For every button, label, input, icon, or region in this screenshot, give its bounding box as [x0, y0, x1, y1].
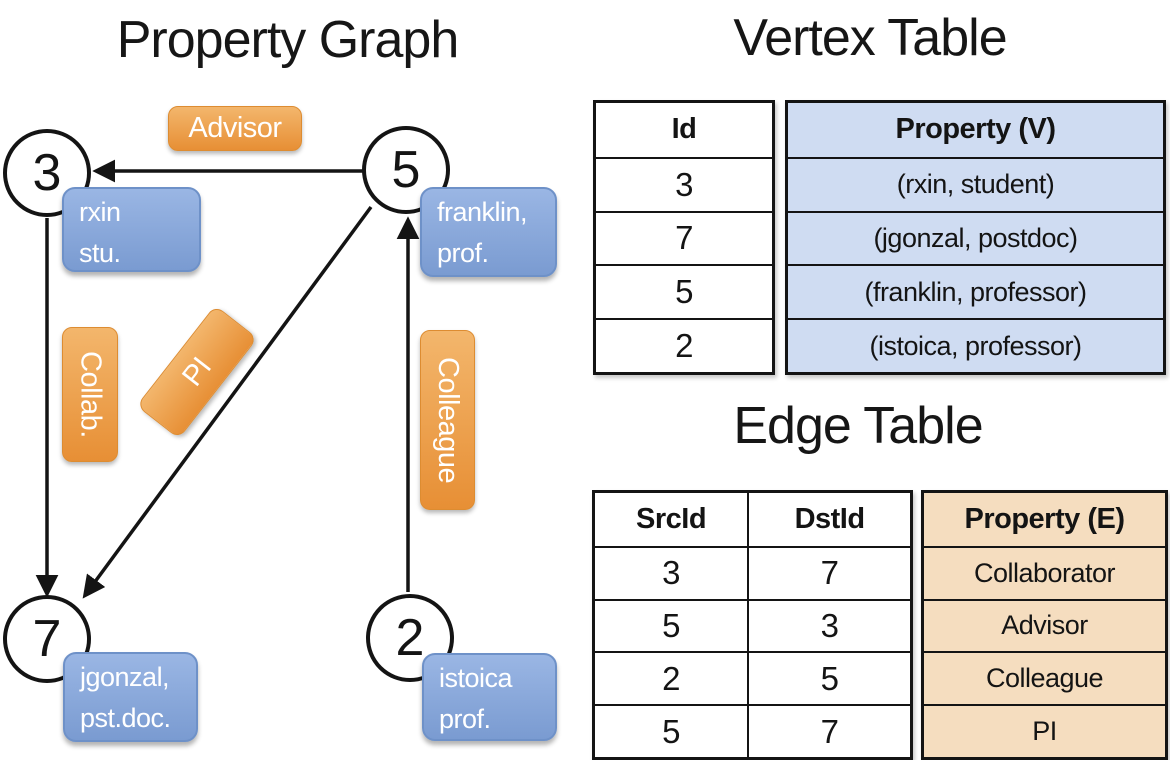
vertex-box-line2: pst.doc.	[80, 703, 171, 733]
table-cell: Advisor	[924, 598, 1165, 652]
graph-edges	[35, 159, 420, 599]
node-id: 5	[391, 141, 421, 199]
table-cell: 2	[596, 318, 772, 372]
node-id: 3	[32, 144, 62, 202]
vertex-box-line2: prof.	[439, 704, 491, 734]
table-cell: 5	[662, 606, 680, 644]
edge-line-pi	[82, 205, 373, 599]
table-cell: PI	[924, 704, 1165, 757]
vertex-table-property-header: Property (V)	[895, 113, 1056, 146]
edge-label-text: PI	[175, 351, 218, 392]
table-cell: 5	[596, 264, 772, 318]
edge-table-id-columns: SrcId DstId 3 7 5 3 2 5 5 7	[592, 490, 913, 760]
edge-table-property-column: Property (E) Collaborator Advisor Collea…	[921, 490, 1168, 760]
edge-table-property-header: Property (E)	[964, 502, 1125, 535]
table-cell: (istoica, professor)	[788, 318, 1163, 372]
vertex-box-line2: stu.	[79, 238, 121, 268]
edge-label-text: Advisor	[188, 112, 282, 144]
edge-table-dstid-header: DstId	[747, 493, 910, 546]
table-header-row: SrcId DstId	[595, 493, 910, 546]
table-cell: 2	[662, 659, 680, 697]
vertex-box-line2: prof.	[437, 238, 489, 268]
node-id: 7	[32, 610, 62, 668]
table-row: 3 7	[595, 545, 910, 599]
graph-node-2: 2	[366, 594, 454, 682]
vertex-box-franklin: franklin, prof.	[420, 187, 557, 277]
table-cell: (franklin, professor)	[788, 264, 1163, 318]
edge-label-text: Collab.	[74, 351, 107, 438]
table-cell: (jgonzal, postdoc)	[788, 210, 1163, 265]
table-cell: 3	[662, 554, 680, 592]
vertex-box-line1: franklin,	[437, 197, 528, 227]
edge-label-advisor: Advisor	[168, 106, 302, 151]
vertex-table-id-column: Id 3 7 5 2	[593, 100, 775, 375]
table-cell: 5	[662, 712, 680, 750]
table-cell: Collaborator	[924, 545, 1165, 599]
property-graph-title: Property Graph	[116, 11, 460, 69]
vertex-box-line1: rxin	[79, 197, 121, 227]
vertex-box-rxin: rxin stu.	[62, 187, 201, 272]
graph-node-5: 5	[362, 126, 450, 214]
vertex-box-line1: jgonzal,	[80, 662, 170, 692]
edge-table-srcid-header: SrcId	[636, 502, 707, 535]
table-row: 5 3	[595, 598, 910, 652]
vertex-box-istoica: istoica prof.	[422, 653, 557, 741]
vertex-box-jgonzal: jgonzal, pst.doc.	[63, 652, 198, 742]
vertex-table-id-header: Id	[671, 113, 697, 146]
table-cell: (rxin, student)	[788, 156, 1163, 211]
edge-table-title: Edge Table	[733, 397, 983, 455]
node-id: 2	[395, 609, 425, 667]
table-cell: Colleague	[924, 651, 1165, 704]
table-cell: 3	[596, 156, 772, 211]
table-cell: 3	[747, 600, 910, 652]
table-cell: 7	[596, 210, 772, 265]
vertex-table-title: Vertex Table	[733, 9, 1007, 67]
table-row: 2 5	[595, 651, 910, 705]
vertex-table-property-column: Property (V) (rxin, student) (jgonzal, p…	[785, 100, 1166, 375]
vertex-box-line1: istoica	[439, 663, 513, 693]
table-cell: 5	[747, 653, 910, 705]
edge-label-collab: Collab.	[62, 327, 118, 462]
table-cell: 7	[747, 547, 910, 599]
edge-label-text: Colleague	[432, 356, 464, 484]
table-row: 5 7	[595, 704, 910, 757]
table-cell: 7	[747, 706, 910, 757]
edge-label-colleague: Colleague	[420, 330, 475, 510]
